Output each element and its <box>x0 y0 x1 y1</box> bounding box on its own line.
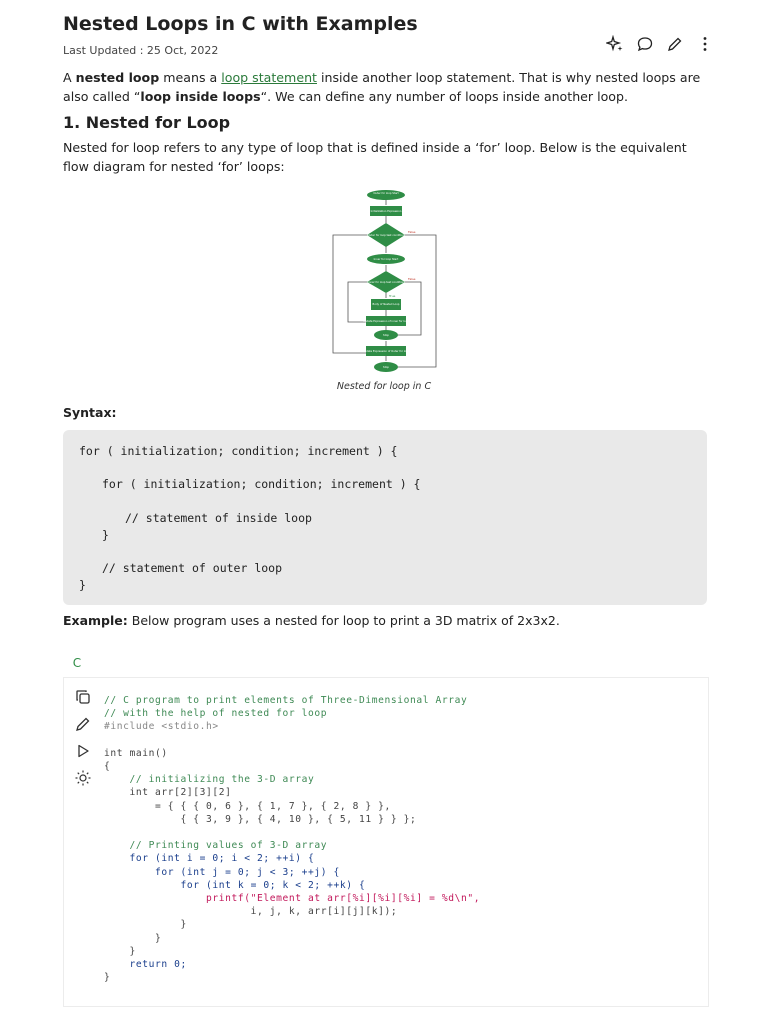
intro-text: means a <box>159 70 222 85</box>
code-line: } <box>104 919 187 931</box>
flow-label: Stop <box>383 365 389 369</box>
intro-paragraph: A nested loop means a loop statement ins… <box>63 68 708 106</box>
flow-outer-condition <box>367 223 405 247</box>
language-tab-c[interactable]: C <box>72 656 82 670</box>
edit-icon[interactable] <box>74 715 92 733</box>
code-line: printf("Element at arr[%i][%i][%i] = %d\… <box>104 893 481 905</box>
more-icon[interactable] <box>696 35 714 53</box>
section-description: Nested for loop refers to any type of lo… <box>63 140 687 174</box>
syntax-code-block: for ( initialization; condition; increme… <box>63 430 707 605</box>
flow-stop-node-2 <box>374 362 398 372</box>
flow-inner-update <box>366 316 406 326</box>
flow-inner-start <box>367 254 405 264</box>
example-label: Example: <box>63 613 128 628</box>
code-line: for (int k = 0; k < 2; ++k) { <box>104 879 366 891</box>
code-line: for (int i = 0; i < 2; ++i) { <box>104 853 315 865</box>
code-line: } <box>104 945 136 957</box>
syntax-line: } <box>102 528 109 542</box>
flow-init-node <box>370 206 402 216</box>
intro-text: inside another loop statement. That is w… <box>63 70 701 104</box>
flow-start-node <box>367 190 405 200</box>
copy-icon[interactable] <box>74 688 92 706</box>
syntax-line: // statement of outer loop <box>102 561 283 575</box>
intro-text: A <box>63 70 76 85</box>
example-text: Below program uses a nested for loop to … <box>127 613 560 628</box>
last-updated: Last Updated : 25 Oct, 2022 <box>63 44 219 57</box>
example-paragraph: Example: Below program uses a nested for… <box>63 613 560 628</box>
flow-body-node <box>371 299 401 310</box>
sparkle-icon[interactable] <box>604 34 624 53</box>
syntax-line: // statement of inside loop <box>125 511 312 525</box>
code-line: // initializing the 3-D array <box>104 774 315 786</box>
flow-label: Inner for loop test condition <box>368 280 404 284</box>
syntax-label: Syntax: <box>63 405 117 420</box>
flow-false-label: False <box>408 277 416 281</box>
nested-loop-flowchart: Outer for loop Start Initialization Expr… <box>332 190 437 372</box>
flow-label: Inner for loop Start <box>374 257 399 261</box>
code-line: return 0; <box>104 959 187 971</box>
edit-icon[interactable] <box>666 35 684 53</box>
flow-label: Update Expression of inner for loop <box>363 319 409 323</box>
code-line: = { { { 0, 6 }, { 1, 7 }, { 2, 8 } }, <box>104 800 391 812</box>
flow-outer-update <box>366 346 406 356</box>
syntax-line: for ( initialization; condition; increme… <box>102 477 421 491</box>
code-line: i, j, k, arr[i][j][k]); <box>104 906 398 918</box>
flow-true-label: True <box>388 294 396 298</box>
code-panel <box>63 677 709 1007</box>
page-title: Nested Loops in C with Examples <box>63 13 418 35</box>
code-line <box>104 826 480 839</box>
flow-label: Update Expression of Outer for loop <box>363 349 410 353</box>
flow-label: Body of Nested Loop <box>373 302 400 306</box>
flow-label: Stop <box>383 333 389 337</box>
code-line: { { 3, 9 }, { 4, 10 }, { 5, 11 } } }; <box>104 813 417 825</box>
code-line: // Printing values of 3-D array <box>104 840 328 852</box>
code-line: } <box>104 972 111 984</box>
article-actions <box>604 34 714 53</box>
intro-bold: nested loop <box>75 70 160 85</box>
intro-text: “. We can define any number of loops ins… <box>260 89 629 104</box>
code-line: // with the help of nested for loop <box>104 708 328 720</box>
loop-statement-link[interactable]: loop statement <box>221 70 317 85</box>
flow-stop-node <box>374 330 398 340</box>
flow-label: Initialization Expression <box>371 209 402 213</box>
flow-false-label: False <box>408 230 416 234</box>
syntax-line: for ( initialization; condition; increme… <box>79 444 398 458</box>
code-line: int arr[2][3][2] <box>104 787 232 799</box>
syntax-line: } <box>79 578 86 592</box>
code-line: for (int j = 0; j < 3; ++j) { <box>104 866 340 878</box>
flow-inner-condition <box>367 271 405 293</box>
code-toolbar <box>74 688 92 787</box>
run-icon[interactable] <box>74 742 92 760</box>
code-line: int main() <box>104 747 168 759</box>
flow-label: Outer for loop Start <box>373 191 398 195</box>
theme-icon[interactable] <box>74 769 92 787</box>
comment-icon[interactable] <box>636 35 654 53</box>
section-heading: 1. Nested for Loop <box>63 113 231 132</box>
figure-caption: Nested for loop in C <box>336 381 432 392</box>
flow-label: Outer for loop test condition <box>368 233 405 237</box>
code-line: } <box>104 932 162 944</box>
intro-bold: loop inside loops <box>140 89 261 104</box>
code-line <box>104 734 480 747</box>
code-line: // C program to print elements of Three-… <box>104 695 468 706</box>
code-listing: // C program to print elements of Three-… <box>104 694 480 984</box>
code-line: #include <stdio.h> <box>104 721 219 733</box>
code-line: { <box>104 761 111 773</box>
